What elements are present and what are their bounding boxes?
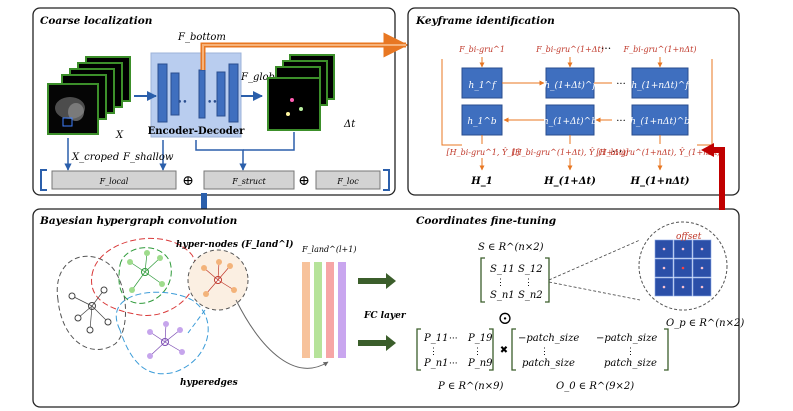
forward-cell-3 (631, 67, 689, 99)
svg-text:S_12: S_12 (518, 264, 543, 275)
x-label: X (115, 130, 124, 141)
f-global-label: F_global (240, 72, 284, 83)
arrow-to-p (358, 335, 396, 351)
backward-cell-2 (545, 104, 595, 136)
svg-text:⋮: ⋮ (473, 347, 482, 357)
fc-layer-label: FC layer (363, 311, 407, 321)
f-land-next-label: F_land^(l+1) (301, 245, 356, 254)
svg-text:P_11: P_11 (423, 333, 448, 344)
output-h2: H_(1+Δt) (543, 176, 596, 187)
patch-center-dot (700, 285, 704, 289)
svg-text:···: ··· (449, 334, 458, 344)
svg-text:h_(1+Δt)^b: h_(1+Δt)^b (543, 116, 597, 127)
svg-text:⋮: ⋮ (540, 347, 549, 357)
top-label-1: F_bi-gru^1 (458, 45, 505, 54)
svg-text:···: ··· (449, 359, 458, 369)
bayesian-title: Bayesian hypergraph convolution (39, 215, 237, 227)
delta-t-label: Δt (343, 119, 356, 130)
feature-strip-2 (314, 262, 322, 358)
svg-text:h_(1+nΔt)^b: h_(1+nΔt)^b (630, 116, 690, 127)
svg-text:⋮: ⋮ (524, 278, 533, 288)
svg-text:⋮: ⋮ (429, 347, 438, 357)
encoder-decoder-label: Encoder-Decoder (148, 126, 246, 137)
keyframe-panel (407, 7, 740, 196)
top-label-2: F_bi-gru^(1+Δt) (535, 45, 604, 54)
hyperedges-label: hyperedges (180, 378, 238, 388)
keyframe-title: Keyframe identification (415, 15, 555, 27)
svg-text:h_1^b: h_1^b (467, 117, 497, 127)
patch-grid (654, 239, 712, 297)
top-label-3: F_bi-gru^(1+nΔt) (623, 45, 697, 54)
coarse-title: Coarse localization (40, 15, 152, 27)
arrow-to-s (358, 273, 396, 289)
oplus-1: ⊕ (182, 173, 194, 189)
svg-text:⋮: ⋮ (626, 347, 635, 357)
svg-text:h_(1+nΔt)^f: h_(1+nΔt)^f (631, 80, 690, 91)
hyper-nodes-label: hyper-nodes (F_land^l) (176, 239, 294, 250)
bottom-dots: ··· (612, 145, 623, 158)
svg-text:⋮: ⋮ (496, 278, 505, 288)
feedback-arrow (712, 147, 725, 210)
f-local-box (51, 170, 177, 190)
svg-text:S_n1: S_n1 (490, 290, 515, 301)
svg-text:h_(1+Δt)^f: h_(1+Δt)^f (544, 80, 597, 91)
svg-text:F_struct: F_struct (231, 177, 266, 186)
o0-def: O_0 ∈ R^(9×2) (556, 381, 634, 392)
svg-text:S_11: S_11 (490, 264, 515, 275)
x-croped-label: X_croped (71, 152, 119, 163)
top-dots: ··· (601, 42, 612, 55)
svg-text:patch_size: patch_size (522, 358, 575, 369)
svg-text:−patch_size: −patch_size (518, 333, 579, 344)
svg-text:patch_size: patch_size (604, 358, 657, 369)
oplus-2: ⊕ (298, 173, 310, 189)
backward-cell-1 (461, 104, 503, 136)
patch-center-dot (681, 266, 685, 270)
svg-text:···: ··· (616, 79, 626, 90)
bottom-label-1: [H_bi-gru^1, Ŷ_1] (447, 148, 521, 157)
bottom-label-3: [H_bi-gru^(1+nΔt), Ŷ_(1+nΔt)] (596, 148, 724, 157)
finetune-title: Coordinates fine-tuning (416, 215, 556, 227)
f-shallow-label: F_shallow (122, 152, 174, 163)
svg-text:••: •• (177, 98, 188, 108)
feature-strip-4 (338, 262, 346, 358)
f-struct-box (203, 170, 295, 190)
svg-text:F_local: F_local (99, 177, 129, 186)
feature-strip-3 (326, 262, 334, 358)
output-h1: H_1 (470, 176, 492, 187)
feature-strip-1 (302, 262, 310, 358)
svg-text:−patch_size: −patch_size (596, 333, 657, 344)
patch-center-dot (681, 247, 685, 251)
output-h3: H_(1+nΔt) (630, 176, 690, 187)
patch-center-dot (662, 266, 666, 270)
svg-text:••: •• (207, 98, 218, 108)
patch-center-dot (662, 285, 666, 289)
patch-center-dot (700, 247, 704, 251)
heatmap-stack (267, 54, 335, 131)
patch-center-dot (681, 285, 685, 289)
hypergraph (56, 237, 249, 375)
offset-label: offset (676, 232, 702, 242)
backward-cell-3 (631, 104, 689, 136)
input-frames-stack (47, 56, 131, 135)
f-loc-box (315, 170, 381, 190)
svg-text:P_n1: P_n1 (423, 358, 449, 369)
svg-text:P_n9: P_n9 (467, 358, 493, 369)
times-symbol: ✖ (500, 345, 508, 356)
s-def: S ∈ R^(n×2) (478, 242, 544, 253)
svg-text:F_loc: F_loc (336, 177, 359, 186)
forward-cell-2 (545, 67, 595, 99)
op-def: O_p ∈ R^(n×2) (666, 318, 744, 329)
p-def: P ∈ R^(n×9) (437, 381, 503, 392)
svg-text:P_19: P_19 (467, 333, 493, 344)
svg-text:···: ··· (616, 116, 626, 127)
patch-center-dot (700, 266, 704, 270)
svg-text:h_1^f: h_1^f (469, 81, 498, 91)
odot-symbol: ⊙ (497, 308, 512, 329)
bottom-panel (32, 208, 740, 408)
svg-text:S_n2: S_n2 (518, 290, 543, 301)
bottom-label-2: [H_bi-gru^(1+Δt), Ŷ_(1+Δt)] (512, 148, 630, 157)
f-bottom-label: F_bottom (177, 32, 226, 43)
patch-center-dot (662, 247, 666, 251)
